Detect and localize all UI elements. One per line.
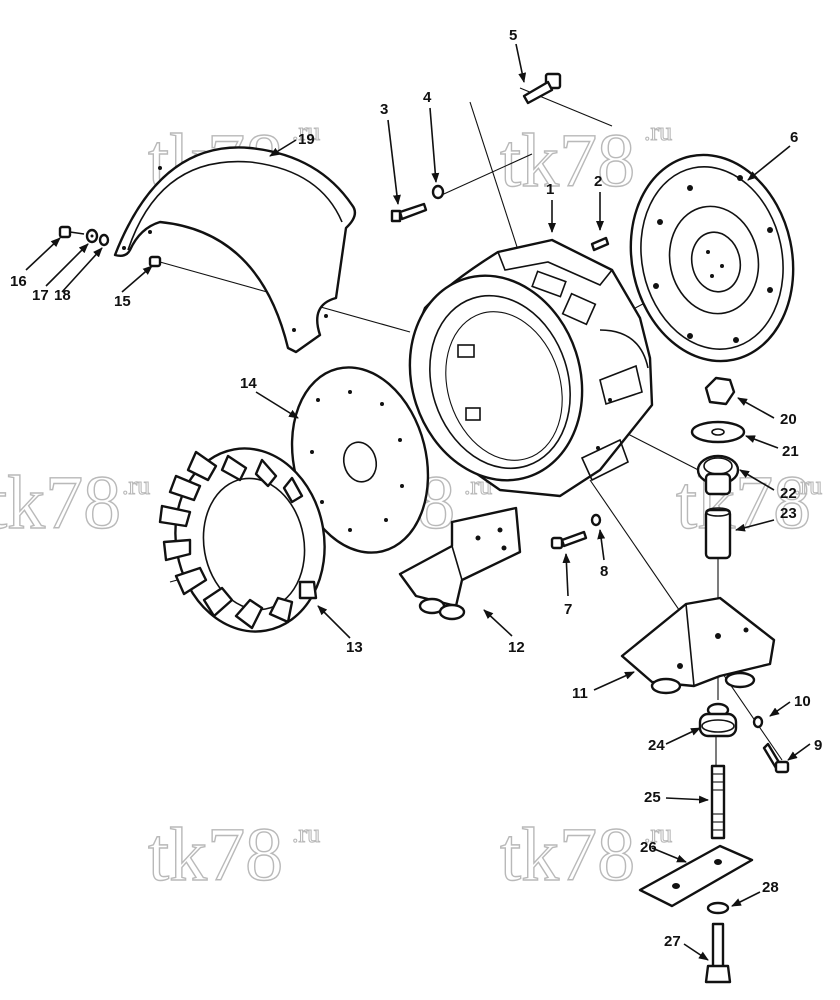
svg-text:tk78: tk78 — [676, 461, 811, 545]
shroud-washer-flat — [85, 228, 99, 244]
mount-bracket-rear — [620, 596, 776, 695]
svg-text:.ru: .ru — [292, 819, 320, 848]
bolt-7 — [550, 530, 588, 550]
washer-10 — [752, 715, 764, 729]
plate-26 — [638, 844, 754, 908]
callout-15: 15 — [114, 293, 131, 310]
flywheel-plate — [629, 153, 795, 363]
callout-25: 25 — [644, 789, 661, 806]
svg-text:.ru: .ru — [644, 117, 672, 146]
callout-18: 18 — [54, 287, 71, 304]
callout-27: 27 — [664, 933, 681, 950]
bolt-5 — [522, 72, 562, 105]
svg-text:tk78: tk78 — [148, 813, 283, 897]
isolator-22 — [696, 454, 740, 496]
mount-bracket-front — [398, 506, 522, 621]
watermark-bottom-right: tk78 .ru — [499, 812, 672, 897]
shroud-lockwasher — [98, 233, 110, 247]
callout-1: 1 — [546, 181, 554, 198]
washer-28 — [706, 901, 730, 915]
callout-9: 9 — [814, 737, 822, 754]
watermark-mid-left: tk78 .ru — [0, 460, 151, 545]
nut-20 — [704, 376, 736, 406]
callout-22: 22 — [780, 485, 797, 502]
svg-text:tk78: tk78 — [500, 119, 635, 203]
bolt-27 — [704, 922, 732, 984]
blower-shroud — [113, 146, 357, 354]
washer-8 — [590, 513, 602, 527]
callout-11: 11 — [572, 685, 588, 702]
callout-20: 20 — [780, 411, 797, 428]
sleeve-23 — [704, 507, 732, 560]
washer-4 — [431, 184, 445, 200]
flywheel-housing — [408, 238, 654, 498]
callout-26: 26 — [640, 839, 657, 856]
watermark-bottom-left: tk78 .ru — [147, 812, 320, 897]
shroud-spacer — [148, 255, 162, 268]
callout-6: 6 — [790, 129, 798, 146]
blower-fan — [158, 447, 326, 633]
callout-10: 10 — [794, 693, 811, 710]
callout-leaders — [25, 43, 811, 961]
callout-3: 3 — [380, 101, 388, 118]
fan-backplate — [290, 366, 430, 554]
callout-13: 13 — [346, 639, 363, 656]
svg-text:.ru: .ru — [292, 117, 320, 146]
callout-4: 4 — [423, 89, 432, 106]
stud-25 — [710, 764, 726, 840]
callout-12: 12 — [508, 639, 525, 656]
svg-text:.ru: .ru — [122, 471, 150, 500]
svg-text:tk78: tk78 — [500, 813, 635, 897]
callout-17: 17 — [32, 287, 49, 304]
isolator-24 — [698, 702, 738, 738]
callout-5: 5 — [509, 27, 517, 44]
callout-14: 14 — [240, 375, 257, 392]
shroud-screw — [58, 225, 85, 239]
watermark-top-right: tk78 .ru — [499, 116, 672, 203]
bolt-3 — [390, 202, 428, 223]
dowel-pin — [590, 236, 610, 252]
watermark-group: tk78 .ru tk78 .ru tk78 .ru tk78 .ru tk78… — [0, 116, 823, 897]
callout-16: 16 — [10, 273, 27, 290]
callout-19: 19 — [298, 131, 315, 148]
svg-text:.ru: .ru — [644, 819, 672, 848]
callout-7: 7 — [564, 601, 572, 618]
bolt-9 — [762, 742, 790, 774]
callout-2: 2 — [594, 173, 602, 190]
callout-28: 28 — [762, 879, 779, 896]
svg-text:tk78: tk78 — [0, 461, 121, 545]
callout-21: 21 — [782, 443, 799, 460]
callout-labels: 1 2 3 4 5 6 7 8 9 10 11 12 13 14 15 16 1… — [10, 27, 822, 950]
callout-8: 8 — [600, 563, 608, 580]
svg-text:.ru: .ru — [794, 471, 822, 500]
callout-24: 24 — [648, 737, 665, 754]
callout-23: 23 — [780, 505, 797, 522]
washer-21 — [690, 420, 746, 444]
